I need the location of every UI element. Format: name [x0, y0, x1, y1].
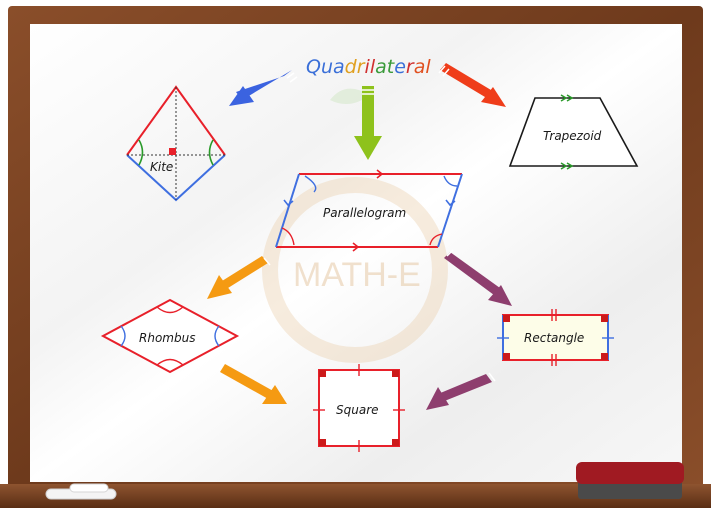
title-quadrilateral: Quadrilateral: [306, 56, 431, 78]
title-letter: l: [370, 56, 376, 78]
title-letter: a: [375, 56, 387, 78]
kite-shape: [126, 85, 226, 202]
title-letter: a: [414, 56, 426, 78]
eraser: [576, 462, 684, 499]
rhombus-shape: [100, 298, 240, 374]
title-letter: t: [387, 56, 396, 78]
watermark-text: MATH-E: [293, 256, 421, 294]
title-letter: r: [406, 56, 415, 78]
arrow-rectangle-to-square: [426, 372, 496, 410]
arrow-to-trapezoid: [438, 63, 506, 107]
arrow-rhombus-to-square: [218, 361, 287, 404]
arrow-to-kite: [229, 70, 298, 106]
title-letter: a: [333, 56, 345, 78]
title-letter: Q: [306, 56, 321, 78]
title-letter: d: [345, 56, 358, 78]
chalk-piece: [45, 483, 117, 500]
arrow-to-rectangle: [444, 249, 512, 306]
arrow-to-parallelogram: [354, 86, 382, 160]
parallelogram-label: Parallelogram: [323, 206, 406, 220]
trapezoid-label: Trapezoid: [543, 129, 602, 143]
title-letter: l: [425, 56, 431, 78]
rhombus-label: Rhombus: [139, 331, 195, 345]
title-letter: i: [365, 56, 371, 78]
square-label: Square: [336, 403, 379, 417]
rectangle-label: Rectangle: [524, 331, 584, 345]
rectangle-shape: [497, 309, 614, 366]
trapezoid-shape: [508, 94, 639, 170]
kite-label: Kite: [150, 160, 173, 174]
title-letter: u: [321, 56, 333, 78]
title-letter: e: [394, 56, 406, 78]
title-letter: r: [357, 56, 366, 78]
watermark-logo: [262, 88, 448, 363]
square-shape: [313, 364, 405, 452]
arrow-to-rhombus: [207, 256, 271, 299]
parallelogram-shape: [275, 169, 463, 252]
